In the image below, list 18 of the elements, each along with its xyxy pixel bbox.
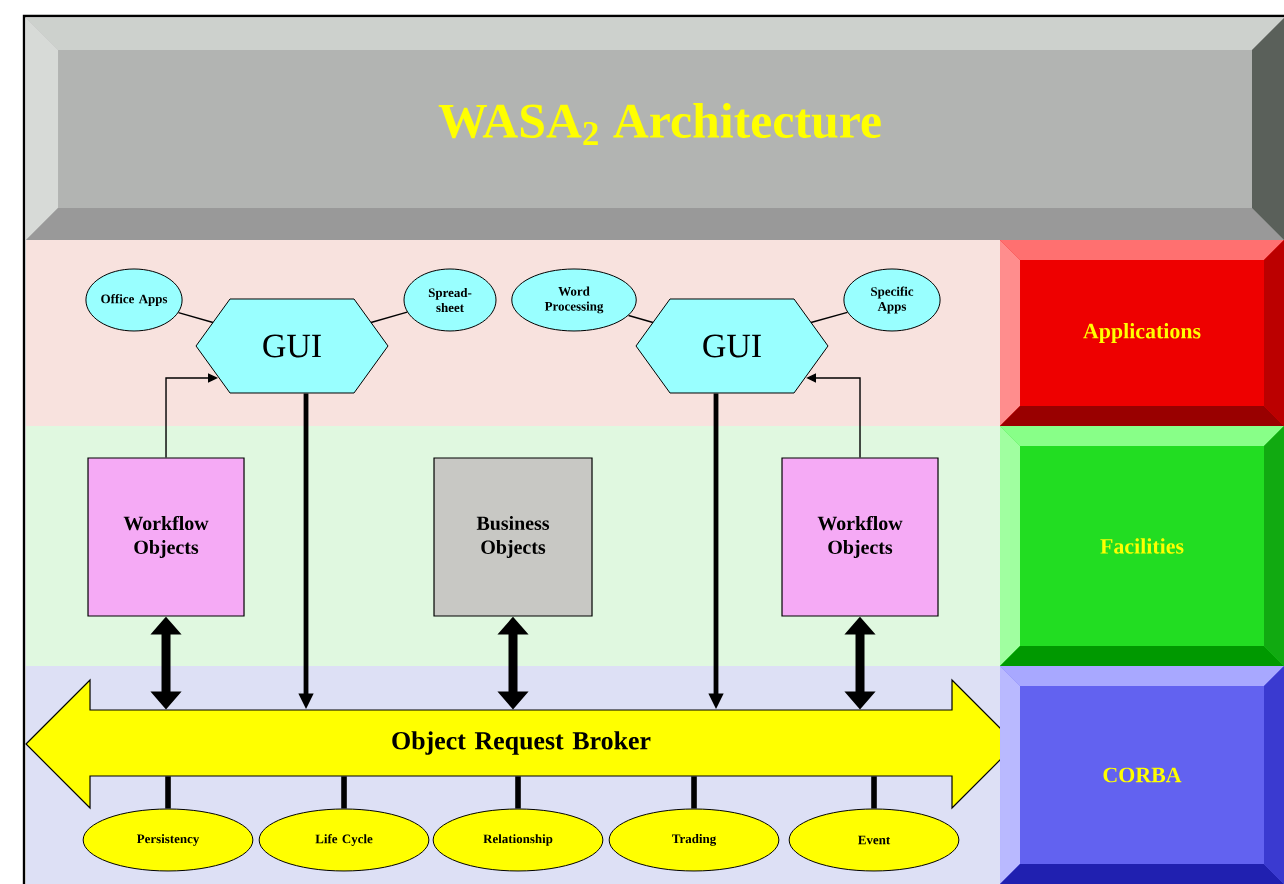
connector-line	[515, 776, 521, 809]
hexagon-node: GUI	[195, 298, 389, 394]
connector-line	[341, 776, 347, 809]
side-panel: Applications	[1000, 240, 1284, 426]
connector-line	[165, 776, 171, 809]
connector-line	[177, 311, 214, 324]
process-box: Workflow Objects	[781, 457, 939, 617]
side-panel: CORBA	[1000, 666, 1284, 884]
connector-line	[810, 311, 849, 324]
title-bar: WASA$_{2}$ Architecture	[26, 18, 1284, 240]
connector-line	[627, 314, 654, 324]
process-box: Business Objects	[433, 457, 593, 617]
process-box: Workflow Objects	[87, 457, 245, 617]
side-panel: Facilities	[1000, 426, 1284, 666]
hexagon-node: GUI	[635, 298, 829, 394]
connector-line	[871, 776, 877, 809]
connector-line	[691, 776, 697, 809]
connector-line	[370, 311, 408, 324]
